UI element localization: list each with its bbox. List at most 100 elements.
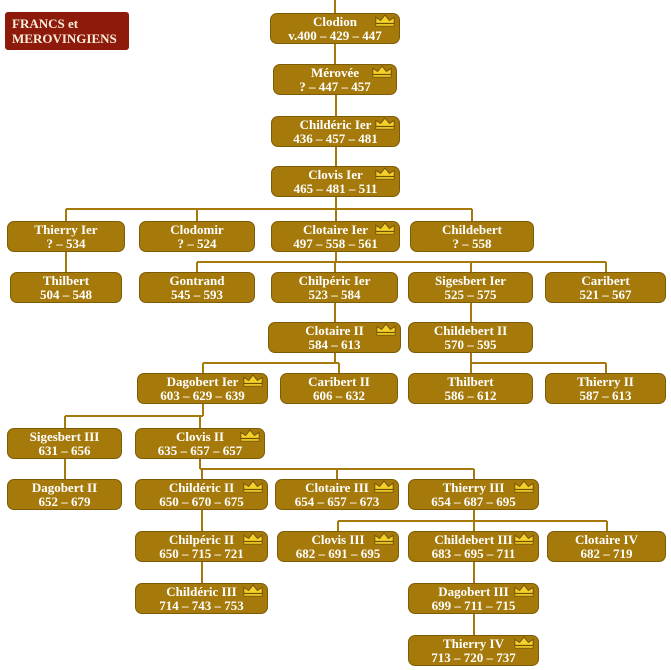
person-name: Caribert [581,273,630,288]
connector-line [201,363,204,373]
person-name: Clovis II [175,429,225,444]
connector-line [334,252,337,262]
person-name: Childebert [442,222,502,237]
person-name: Childebert III [434,532,513,547]
connector-line [334,95,337,116]
person-dates: 525 – 575 [444,287,497,302]
person-name: Childéric III [166,584,237,599]
person-name: Sigesbert Ier [434,273,507,288]
crown-icon [373,532,395,546]
person-dates: 713 – 720 – 737 [431,650,516,665]
person-name: Clovis III [311,532,365,547]
person-dates: 652 – 679 [38,494,91,509]
person-name: Sigesbert III [29,429,100,444]
person-name: Thilbert [447,374,494,389]
connector-line [334,0,336,13]
person-name: Clodomir [170,222,224,237]
person-dates: v.400 – 429 – 447 [288,28,382,43]
crown-icon [513,584,535,598]
chart-title: FRANCS et MEROVINGIENS [5,12,129,50]
tree-node-merovee: Mérovée? – 447 – 457 [273,64,397,95]
person-dates: ? – 447 – 457 [299,79,371,94]
crown-icon [374,167,396,181]
connector-line [65,209,67,221]
crown-icon [373,480,395,494]
connector-line [196,262,198,272]
connector-line [200,562,203,583]
person-name: Childéric Ier [299,117,372,132]
connector-line [472,521,475,531]
connector-line [63,459,66,479]
person-name: Thierry Ier [34,222,98,237]
person-name: Mérovée [310,65,360,80]
person-dates: 714 – 743 – 753 [159,598,244,613]
connector-line [196,209,198,221]
connector-line [201,404,204,416]
person-name: Chilpéric Ier [298,273,371,288]
connector-line [472,510,475,521]
person-dates: ? – 558 [452,236,492,251]
person-dates: 465 – 481 – 511 [293,181,378,196]
person-dates: 650 – 670 – 675 [159,494,244,509]
chart-title-line2: MEROVINGIENS [12,31,117,46]
person-dates: 635 – 657 – 657 [157,443,243,458]
connector-line [605,521,608,531]
connector-line [202,362,339,364]
connector-line [338,363,340,373]
person-name: Thilbert [42,273,90,288]
person-dates: ? – 524 [177,236,217,251]
person-name: Childéric II [168,480,235,495]
person-name: Chilpéric II [168,532,235,547]
connector-line [199,459,201,469]
person-name: Dagobert Ier [166,374,239,389]
connector-line [333,353,336,363]
person-name: Clotaire IV [575,532,638,547]
connector-line [200,469,203,479]
connector-line [338,520,607,522]
crown-icon [374,222,396,236]
person-dates: 699 – 711 – 715 [431,598,516,613]
crown-icon [513,532,535,546]
crown-icon [242,532,264,546]
tree-node-clodomir: Clodomir? – 524 [139,221,255,252]
person-name: Clotaire III [305,480,369,495]
connector-line [200,510,203,531]
connector-line [64,415,203,417]
connector-line [604,363,607,373]
person-dates: 584 – 613 [308,337,361,352]
connector-line [63,416,66,428]
connector-line [337,521,339,531]
person-name: Caribert II [308,374,370,389]
connector-line [334,197,337,209]
connector-line [472,614,475,635]
connector-line [334,44,336,64]
person-dates: 631 – 656 [38,443,91,458]
person-dates: 504 – 548 [40,287,92,302]
connector-line [334,147,337,166]
connector-line [197,261,606,263]
connector-line [469,363,472,373]
person-name: Clovis Ier [308,167,363,182]
tree-node-childebert: Childebert? – 558 [410,221,534,252]
person-dates: 570 – 595 [444,337,497,352]
connector-line [66,208,472,210]
person-name: Dagobert III [438,584,509,599]
